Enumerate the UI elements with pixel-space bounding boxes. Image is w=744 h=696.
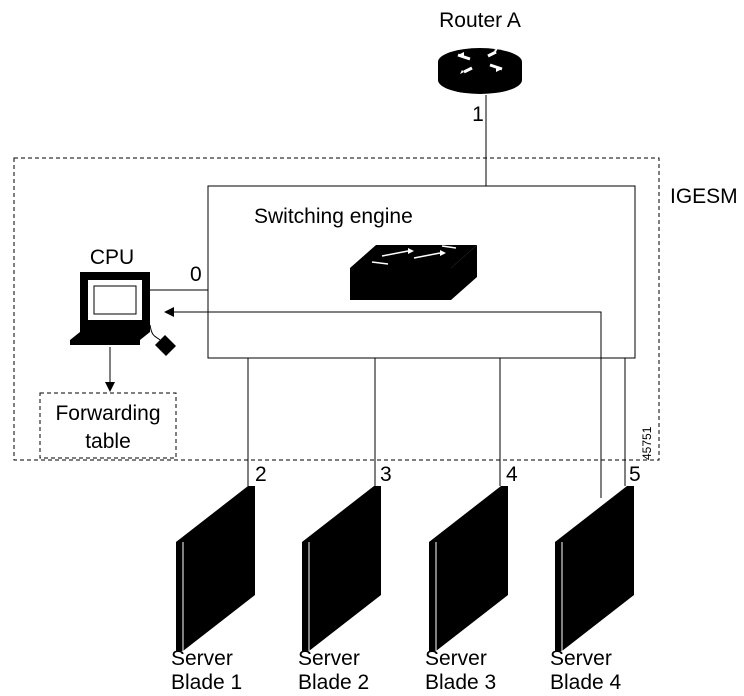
router-icon [438, 48, 522, 94]
forwarding-table-box [39, 392, 177, 459]
server-blade-3-icon [429, 486, 508, 651]
blade-4-label-line2: Blade 4 [550, 671, 622, 694]
cpu-label: CPU [90, 246, 134, 269]
blade-4-label-line1: Server [550, 647, 612, 670]
switch-icon [350, 245, 477, 300]
blade-1-label-line2: Blade 1 [171, 671, 242, 694]
port-5-label: 5 [629, 463, 641, 486]
port-1-label: 1 [472, 103, 484, 126]
port-2-label: 2 [255, 463, 267, 486]
server-blade-4-icon [555, 486, 634, 651]
igesm-boundary [13, 157, 660, 461]
router-label: Router A [439, 9, 521, 32]
server-blade-2-icon [302, 486, 381, 651]
forwarding-table-line1: Forwarding [55, 402, 160, 425]
port-0-label: 0 [190, 263, 202, 286]
port-3-label: 3 [380, 463, 392, 486]
forwarding-table-line2: table [85, 430, 131, 453]
blade-2-label-line1: Server [298, 647, 360, 670]
port-4-label: 4 [506, 463, 518, 486]
igesm-label: IGESM [670, 185, 738, 208]
blade4-to-cpu-path [164, 307, 602, 498]
blade-3-label-line2: Blade 3 [425, 671, 496, 694]
blade-1-label-line1: Server [171, 647, 233, 670]
figure-id: 45751 [640, 426, 654, 460]
switching-engine-box [207, 185, 636, 359]
cpu-icon [70, 272, 176, 356]
server-blade-1-icon [176, 486, 255, 651]
switching-engine-label: Switching engine [254, 205, 413, 228]
blade-3-label-line1: Server [425, 647, 487, 670]
blade-2-label-line2: Blade 2 [298, 671, 369, 694]
